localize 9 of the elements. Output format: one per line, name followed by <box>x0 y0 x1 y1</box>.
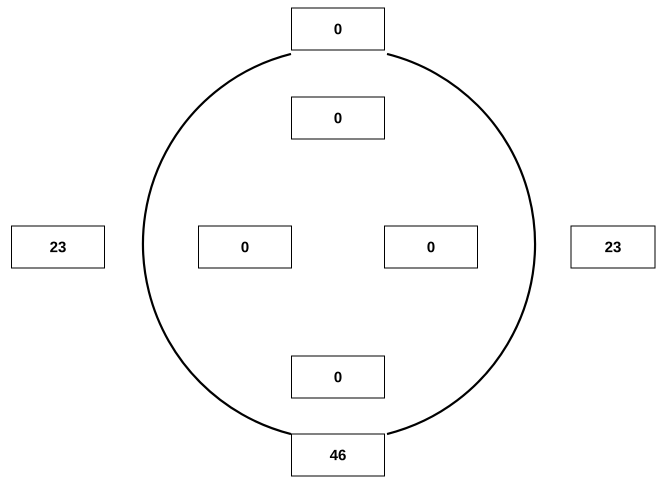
number-box: 0 <box>198 226 292 268</box>
number-box: 0 <box>384 226 478 268</box>
number-box: 46 <box>291 433 385 476</box>
circle-outline <box>142 52 536 436</box>
number-box: 0 <box>291 96 385 140</box>
number-box: 23 <box>570 226 656 268</box>
number-box: 0 <box>291 8 385 50</box>
number-box: 23 <box>11 226 105 268</box>
number-box: 0 <box>291 355 385 398</box>
